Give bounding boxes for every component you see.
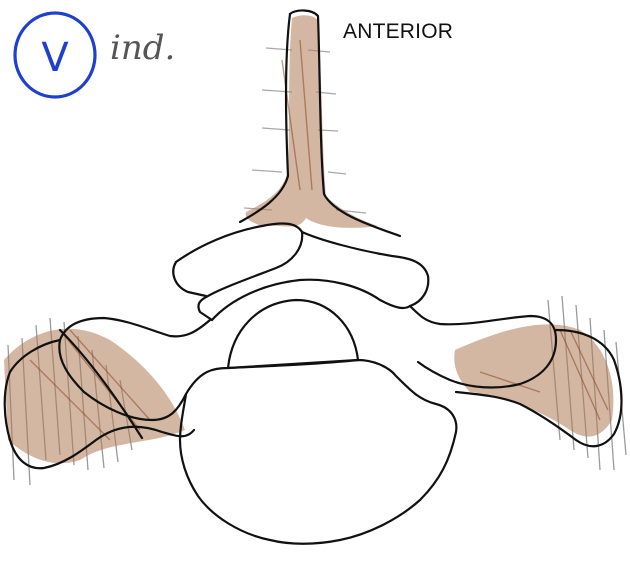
- left-articular-facet: [176, 224, 302, 320]
- handwritten-note: ind.: [110, 28, 175, 68]
- spinous-process-shading: [246, 15, 378, 228]
- right-articular-facet: [302, 232, 428, 306]
- left-articular-lower: [173, 262, 206, 296]
- orientation-label: ANTERIOR: [343, 20, 453, 44]
- vertebral-body: [180, 360, 456, 544]
- lamina-inner-edge: [212, 280, 410, 320]
- right-transverse-shading: [454, 324, 613, 436]
- left-transverse-shading: [4, 329, 185, 464]
- vertebral-foramen: [228, 300, 358, 368]
- circled-mark-letter: V: [41, 35, 69, 81]
- colored-shading: [4, 15, 613, 463]
